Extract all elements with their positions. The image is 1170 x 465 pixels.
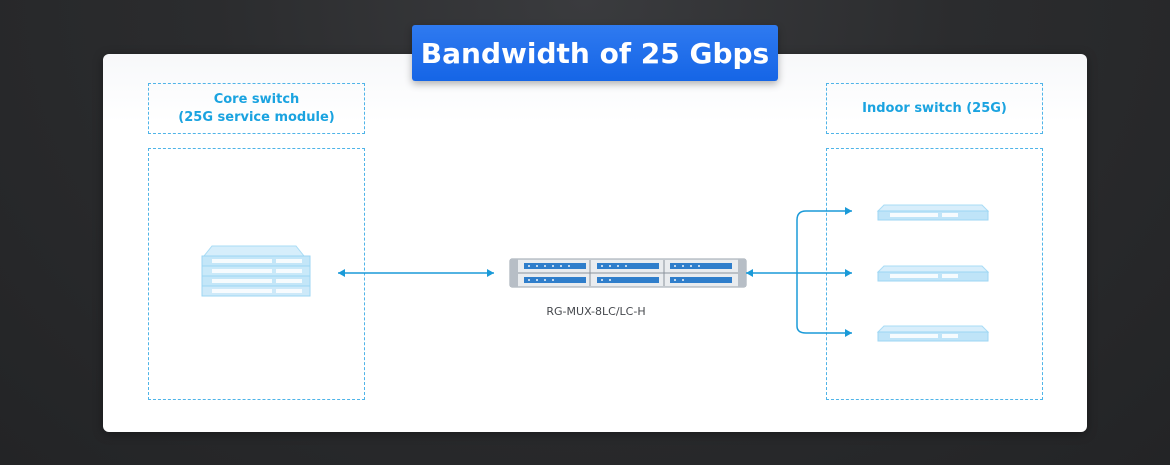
mux-caption: RG-MUX-8LC/LC-H <box>546 305 646 318</box>
indoor-switch-device-box <box>826 148 1043 400</box>
core-switch-device-box <box>148 148 365 400</box>
indoor-switch-icon <box>876 204 990 221</box>
core-switch-label-box: Core switch (25G service module) <box>148 83 365 134</box>
indoor-switch-icon <box>876 325 990 342</box>
indoor-switch-label: Indoor switch (25G) <box>862 100 1007 116</box>
mux-device-icon <box>509 258 747 288</box>
page-title: Bandwidth of 25 Gbps <box>412 25 778 81</box>
indoor-switch-icon <box>876 265 990 282</box>
link-core-to-mux <box>338 269 494 277</box>
diagram-card <box>103 54 1087 432</box>
core-switch-label-line2: (25G service module) <box>178 109 335 125</box>
indoor-switch-label-box: Indoor switch (25G) <box>826 83 1043 134</box>
core-switch-icon <box>201 245 311 297</box>
link-mux-to-indoor <box>746 207 852 337</box>
core-switch-label-line1: Core switch <box>213 91 300 107</box>
